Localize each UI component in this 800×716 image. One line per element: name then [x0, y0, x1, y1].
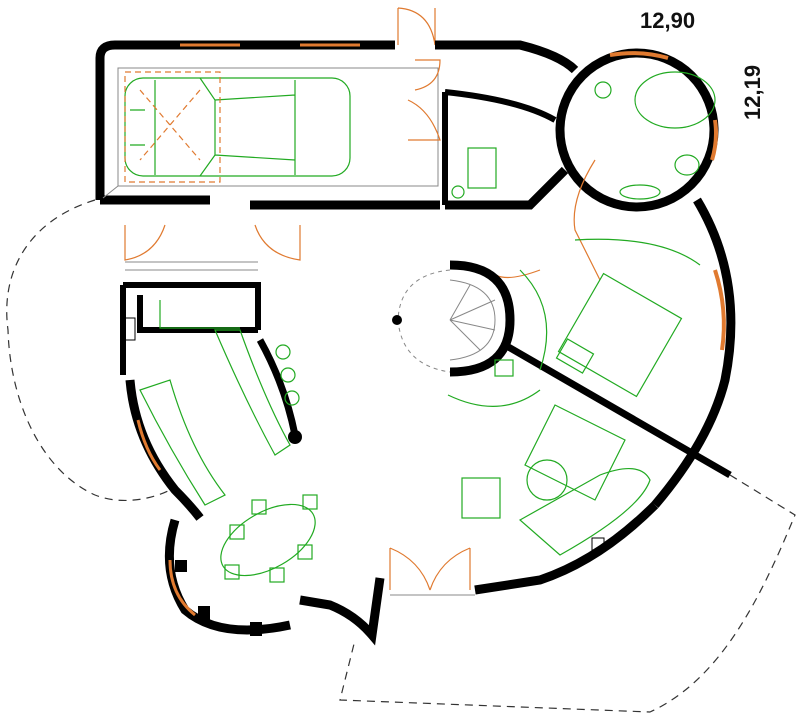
width-dimension-label: 12,90	[640, 8, 696, 33]
entry-door-top	[397, 7, 436, 46]
left-terrace-outline	[6, 199, 171, 501]
kitchen-counter	[139, 329, 302, 506]
entry-door-bottom	[389, 547, 471, 591]
sofa-set	[461, 404, 651, 556]
staircase	[392, 260, 515, 377]
garage	[95, 40, 440, 210]
dining-table	[220, 494, 318, 583]
toilet-fixture	[467, 147, 497, 189]
car	[124, 77, 351, 177]
right-terrace-outline	[339, 474, 796, 713]
bathroom	[555, 48, 719, 212]
bed	[555, 272, 683, 398]
